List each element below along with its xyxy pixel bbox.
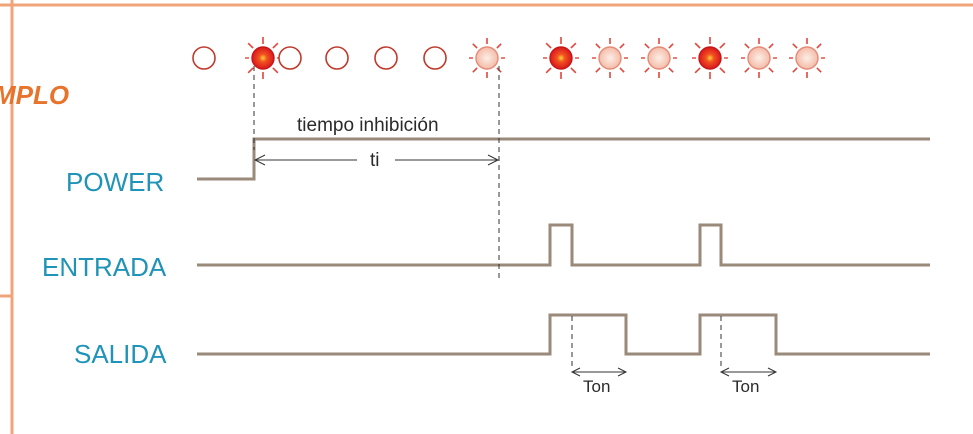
led-off-icon — [423, 46, 447, 70]
led-bright-icon — [689, 37, 731, 79]
led-dim-icon — [787, 38, 827, 78]
led-dim-icon — [467, 38, 507, 78]
led-bright-icon — [540, 37, 582, 79]
ton-1-arrow-left-icon — [570, 367, 581, 377]
led-off-icon — [192, 46, 216, 70]
led-dim-icon — [739, 38, 779, 78]
led-dim-icon — [590, 38, 630, 78]
salida-trace — [197, 313, 930, 356]
ti-arrow-right-icon — [487, 154, 500, 166]
led-off-icon — [374, 46, 398, 70]
ton-1-label: Ton — [583, 377, 610, 396]
power-trace — [197, 137, 930, 181]
led-off-icon — [278, 46, 302, 70]
ti-label: ti — [370, 150, 380, 171]
led-row — [192, 37, 827, 79]
ton-1-arrow-right-icon — [617, 367, 628, 377]
led-dim-icon — [639, 38, 679, 78]
ton-2-label: Ton — [732, 377, 759, 396]
ti-arrow-left-icon — [253, 154, 266, 166]
section-label: MPLO — [0, 80, 69, 110]
led-off-icon — [325, 46, 349, 70]
ton-2-arrow-left-icon — [719, 367, 730, 377]
ton-2-arrow-right-icon — [767, 367, 778, 377]
entrada-label: ENTRADA — [42, 252, 167, 282]
inhibition-time-label: tiempo inhibición — [297, 115, 439, 136]
entrada-trace — [197, 223, 930, 267]
led-bright-icon — [242, 37, 284, 79]
salida-label: SALIDA — [74, 339, 167, 369]
power-label: POWER — [66, 167, 164, 197]
